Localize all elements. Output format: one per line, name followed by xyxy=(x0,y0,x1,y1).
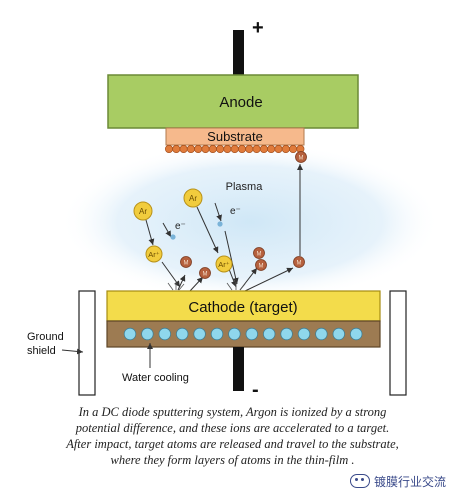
substrate-atom xyxy=(223,145,232,154)
argon-atom: Ar xyxy=(183,188,203,208)
substrate-atom xyxy=(289,145,298,154)
substrate-block xyxy=(165,127,305,146)
arrow-long-to-target xyxy=(224,230,239,285)
ground-shield-label-line1: Ground xyxy=(27,331,64,343)
substrate-atom xyxy=(216,145,225,154)
cooling-channel xyxy=(315,327,328,341)
ground-shield-pointer xyxy=(61,348,84,355)
arrow-atom-ejected-1 xyxy=(177,274,186,291)
svg-text:M: M xyxy=(259,264,264,270)
cathode-label: Cathode (target) xyxy=(188,299,297,316)
substrate-atom xyxy=(281,145,290,154)
caption-line: After impact, target atoms are released … xyxy=(66,437,399,451)
arrow-atom-ejected-2 xyxy=(189,276,204,292)
substrate-atom xyxy=(201,145,210,154)
arrow-electron-right xyxy=(214,202,222,222)
cooling-channel xyxy=(210,327,224,341)
arrow-electron-left xyxy=(162,222,172,238)
svg-text:Ar⁺: Ar⁺ xyxy=(148,250,160,259)
substrate-atom xyxy=(252,145,261,154)
metal-atom: M xyxy=(255,259,267,271)
wechat-icon xyxy=(350,474,370,488)
cooling-channel xyxy=(297,327,311,341)
substrate-atom xyxy=(274,145,283,154)
substrate-atom xyxy=(245,145,254,154)
ground-shield-left xyxy=(78,290,96,396)
svg-text:M: M xyxy=(184,261,189,267)
arrow-ar-to-ion-right xyxy=(196,206,219,254)
svg-text:M: M xyxy=(297,261,302,267)
substrate-label: Substrate xyxy=(207,129,263,144)
metal-atom: M xyxy=(253,247,265,259)
metal-atom: M xyxy=(293,256,305,268)
water-cooling-label: Water cooling xyxy=(122,372,189,384)
substrate-atom xyxy=(165,145,174,154)
arrow-ar-to-ion-left xyxy=(145,219,155,246)
caption-line: where they form layers of atoms in the t… xyxy=(110,453,355,467)
ground-shield-right xyxy=(389,290,407,396)
arrow-ion-right-to-target xyxy=(228,268,237,288)
substrate-atom xyxy=(172,145,181,154)
substrate-atom xyxy=(186,145,195,154)
argon-atom: Ar xyxy=(133,201,153,221)
cooling-channel xyxy=(175,327,189,341)
svg-text:M: M xyxy=(299,156,304,162)
substrate-atom xyxy=(267,145,276,154)
plus-sign: + xyxy=(252,17,264,39)
svg-text:Ar: Ar xyxy=(189,194,197,203)
svg-text:e⁻: e⁻ xyxy=(230,206,241,217)
cooling-channel xyxy=(245,327,259,341)
caption-line: potential difference, and these ions are… xyxy=(75,421,390,435)
arrow-ion-left-to-target xyxy=(161,261,181,288)
caption-line: In a DC diode sputtering system, Argon i… xyxy=(78,405,387,419)
svg-text:M: M xyxy=(203,272,208,278)
svg-text:e⁻: e⁻ xyxy=(175,221,186,232)
watermark: 镀膜行业交流 xyxy=(350,468,454,494)
substrate-atom xyxy=(179,145,188,154)
plasma-cloud xyxy=(60,142,440,302)
substrate-atom-row xyxy=(165,145,305,154)
cooling-channel-row xyxy=(123,327,363,341)
arrow-atom-ejected-4 xyxy=(244,267,294,292)
cooling-channel xyxy=(193,327,206,341)
plasma-label: Plasma xyxy=(226,181,264,193)
cathode-rod xyxy=(233,347,244,391)
substrate-atom xyxy=(194,145,203,154)
impact-bursts xyxy=(167,282,246,291)
watermark-text: 镀膜行业交流 xyxy=(374,474,447,489)
argon-ion: Ar⁺ xyxy=(145,245,163,263)
cooling-channel xyxy=(123,327,137,341)
svg-text:M: M xyxy=(257,252,262,258)
cooling-channel xyxy=(280,327,293,341)
cooling-channel xyxy=(350,327,363,341)
metal-atom: M xyxy=(180,256,192,268)
particle-paths xyxy=(145,164,303,292)
cooling-channel xyxy=(263,327,276,341)
electron: e⁻ xyxy=(217,206,241,227)
cathode-block xyxy=(106,290,381,322)
electron: e⁻ xyxy=(170,221,186,240)
cooling-channel xyxy=(332,327,346,341)
ground-shield-label-line2: shield xyxy=(27,345,56,357)
metal-atom: M xyxy=(199,267,211,279)
svg-text:Ar: Ar xyxy=(139,207,147,216)
svg-text:Ar⁺: Ar⁺ xyxy=(218,260,230,269)
caption: In a DC diode sputtering system, Argon i… xyxy=(30,404,435,468)
cooling-channel xyxy=(141,327,154,341)
minus-sign: - xyxy=(252,379,259,401)
cooling-channel xyxy=(158,327,172,341)
anode-label: Anode xyxy=(219,94,262,111)
argon-ion: Ar⁺ xyxy=(215,255,233,273)
anode-rod xyxy=(233,30,244,76)
cooling-channel xyxy=(228,327,241,341)
anode-block xyxy=(107,74,359,129)
metal-atom: M xyxy=(295,151,307,163)
substrate-atom xyxy=(238,145,247,154)
substrate-atom xyxy=(259,145,268,154)
substrate-atom xyxy=(230,145,239,154)
substrate-atom xyxy=(208,145,217,154)
